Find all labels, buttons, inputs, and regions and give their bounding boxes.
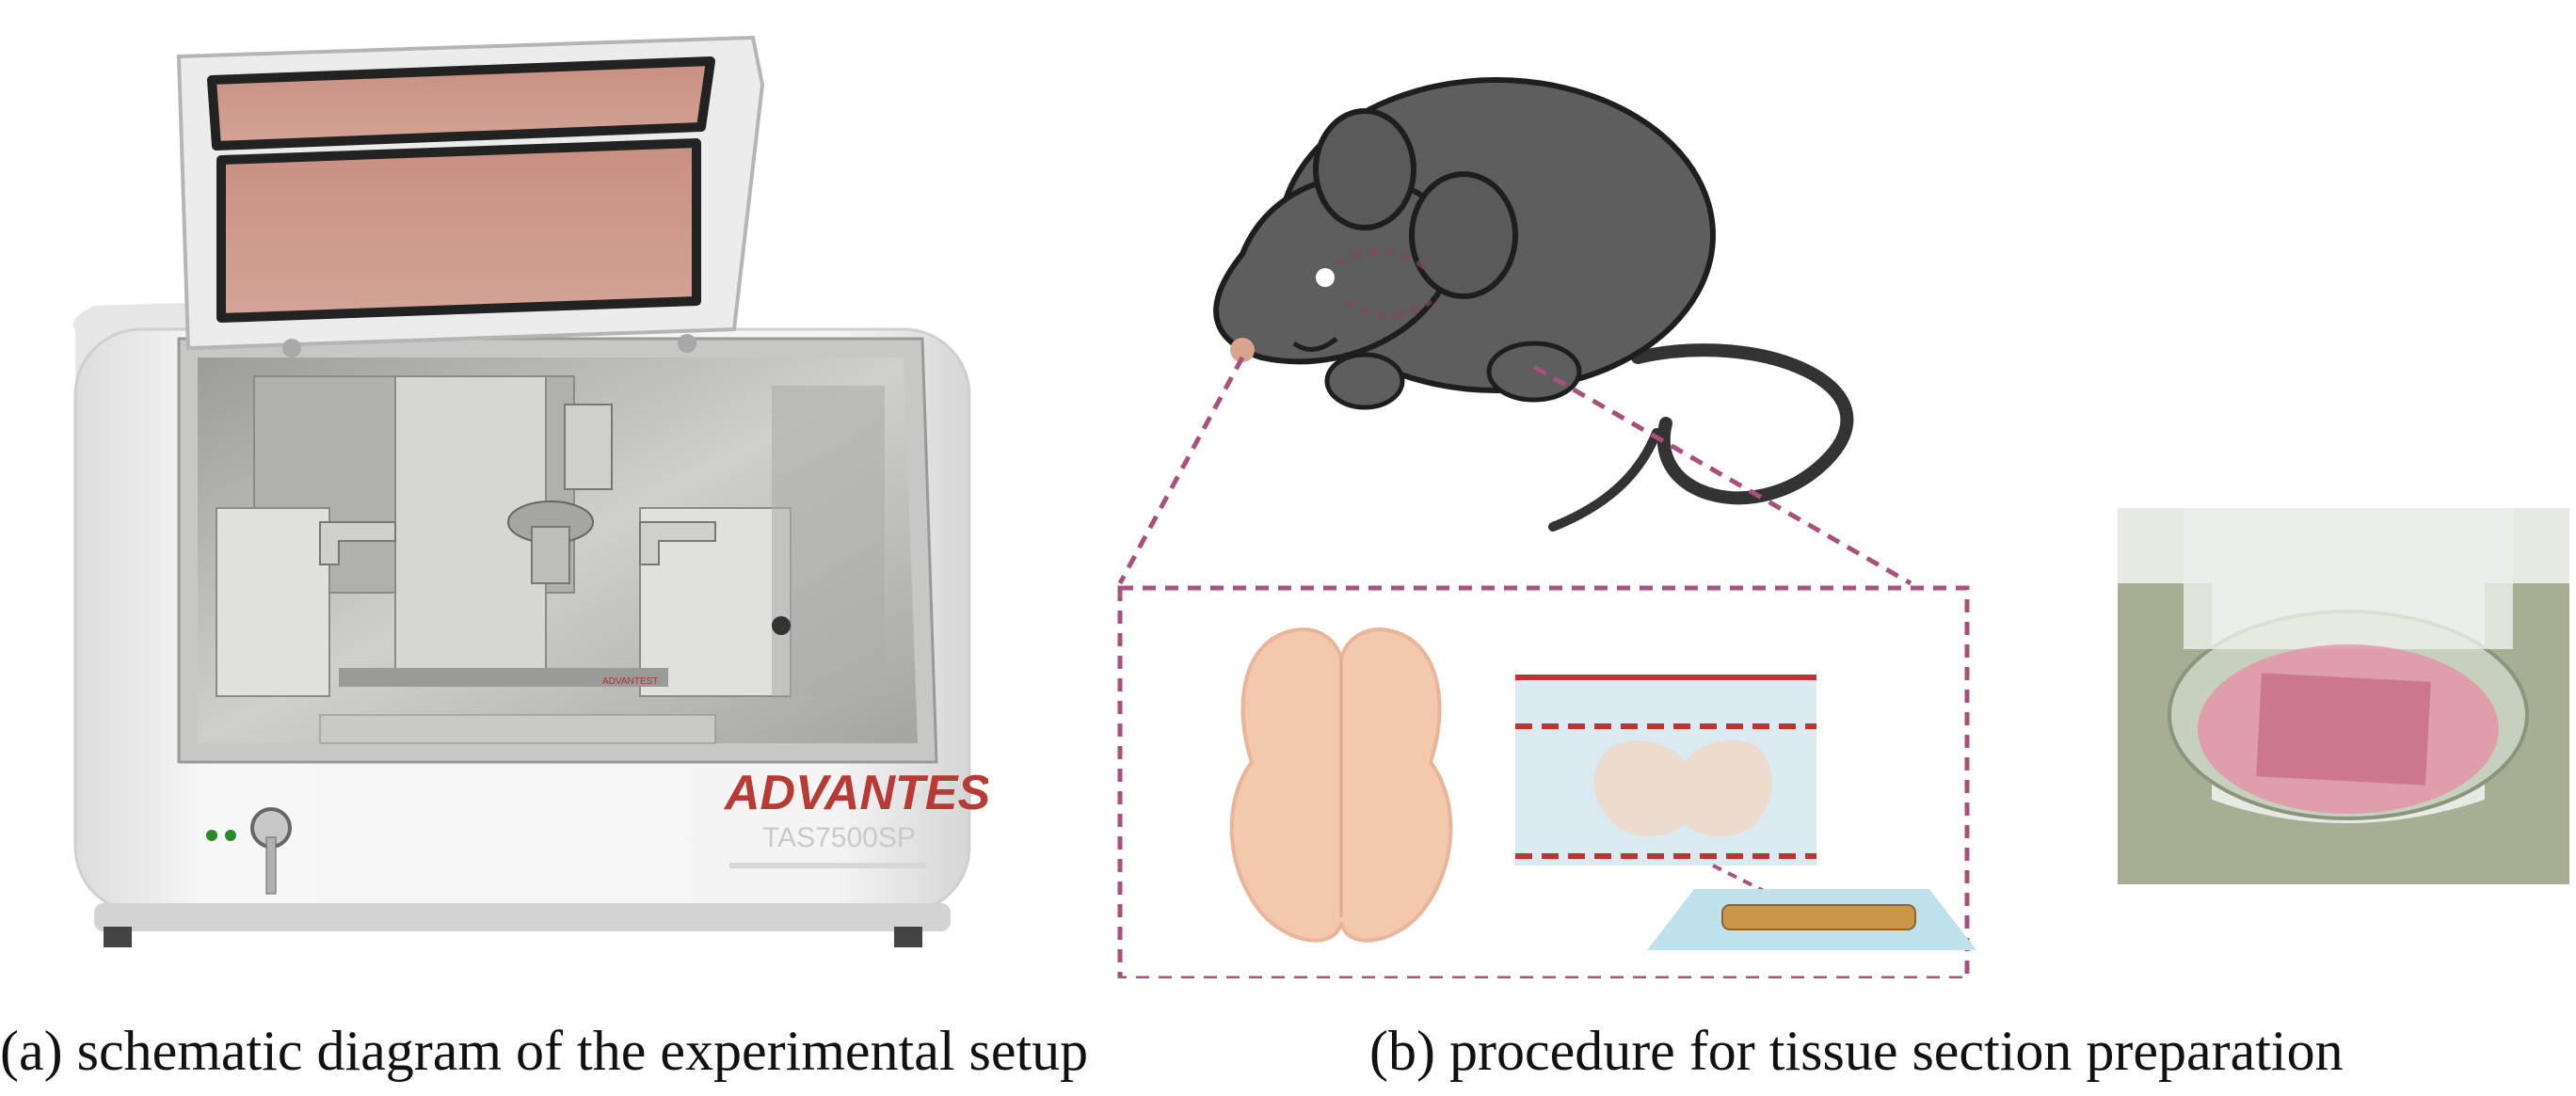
coronal-section-block: [1515, 675, 1976, 950]
tissue-procedure-illustration: [1111, 19, 2576, 978]
brand-logo: ADVANTEST: [723, 766, 988, 820]
instrument-lid: [176, 35, 765, 357]
caption-panel-b: (b) procedure for tissue section prepara…: [1369, 1020, 2344, 1082]
status-led-2: [225, 830, 236, 841]
procedure-svg: [1117, 77, 2569, 978]
instrument-svg: ADVANTEST ADVANTEST TAS7500SP: [72, 35, 988, 947]
brain-dorsal-view: [1229, 627, 1453, 943]
svg-text:ADVANTEST: ADVANTEST: [602, 676, 658, 687]
brain-zoom-box: [1117, 585, 1976, 978]
mouse-illustration: [1213, 77, 1854, 532]
instrument-front-panel: ADVANTEST TAS7500SP: [206, 766, 988, 895]
caption-panel-a: (a) schematic diagram of the experimenta…: [0, 1020, 1089, 1082]
sample-holder-photo: [2118, 508, 2569, 884]
zoom-guide-lines: [1117, 356, 1912, 586]
instrument-illustration: ADVANTEST ADVANTEST TAS7500SP: [38, 19, 988, 978]
model-label: TAS7500SP: [762, 822, 916, 853]
instrument-chamber: ADVANTEST: [177, 337, 938, 764]
status-led-1: [206, 830, 217, 841]
